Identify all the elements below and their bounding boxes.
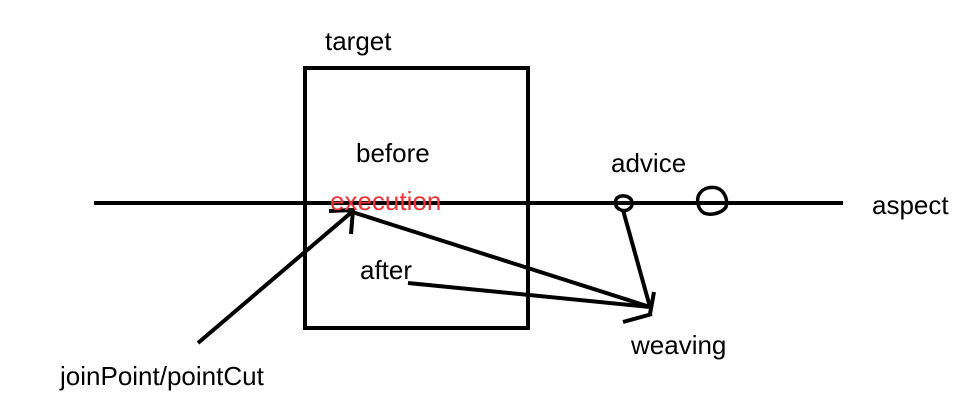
joinpoint-pointcut-label: joinPoint/pointCut (59, 361, 265, 391)
advice-marker-2 (695, 185, 729, 216)
weaving-label: weaving (630, 330, 726, 360)
joinpoint-arrow (196, 207, 356, 345)
weaving-arrow-from-execution (345, 208, 651, 309)
target-box (303, 66, 530, 330)
weaving-arrow-from-after (407, 281, 651, 309)
before-label: before (356, 138, 430, 168)
weaving-arrowhead (622, 291, 656, 324)
advice-label: advice (611, 148, 686, 178)
aspect-label: aspect (872, 190, 949, 220)
weaving-arrow-from-advice (621, 209, 652, 308)
target-label: target (325, 26, 392, 56)
after-label: after (360, 255, 412, 285)
execution-label: execution (330, 186, 441, 216)
advice-marker-1 (613, 194, 634, 213)
